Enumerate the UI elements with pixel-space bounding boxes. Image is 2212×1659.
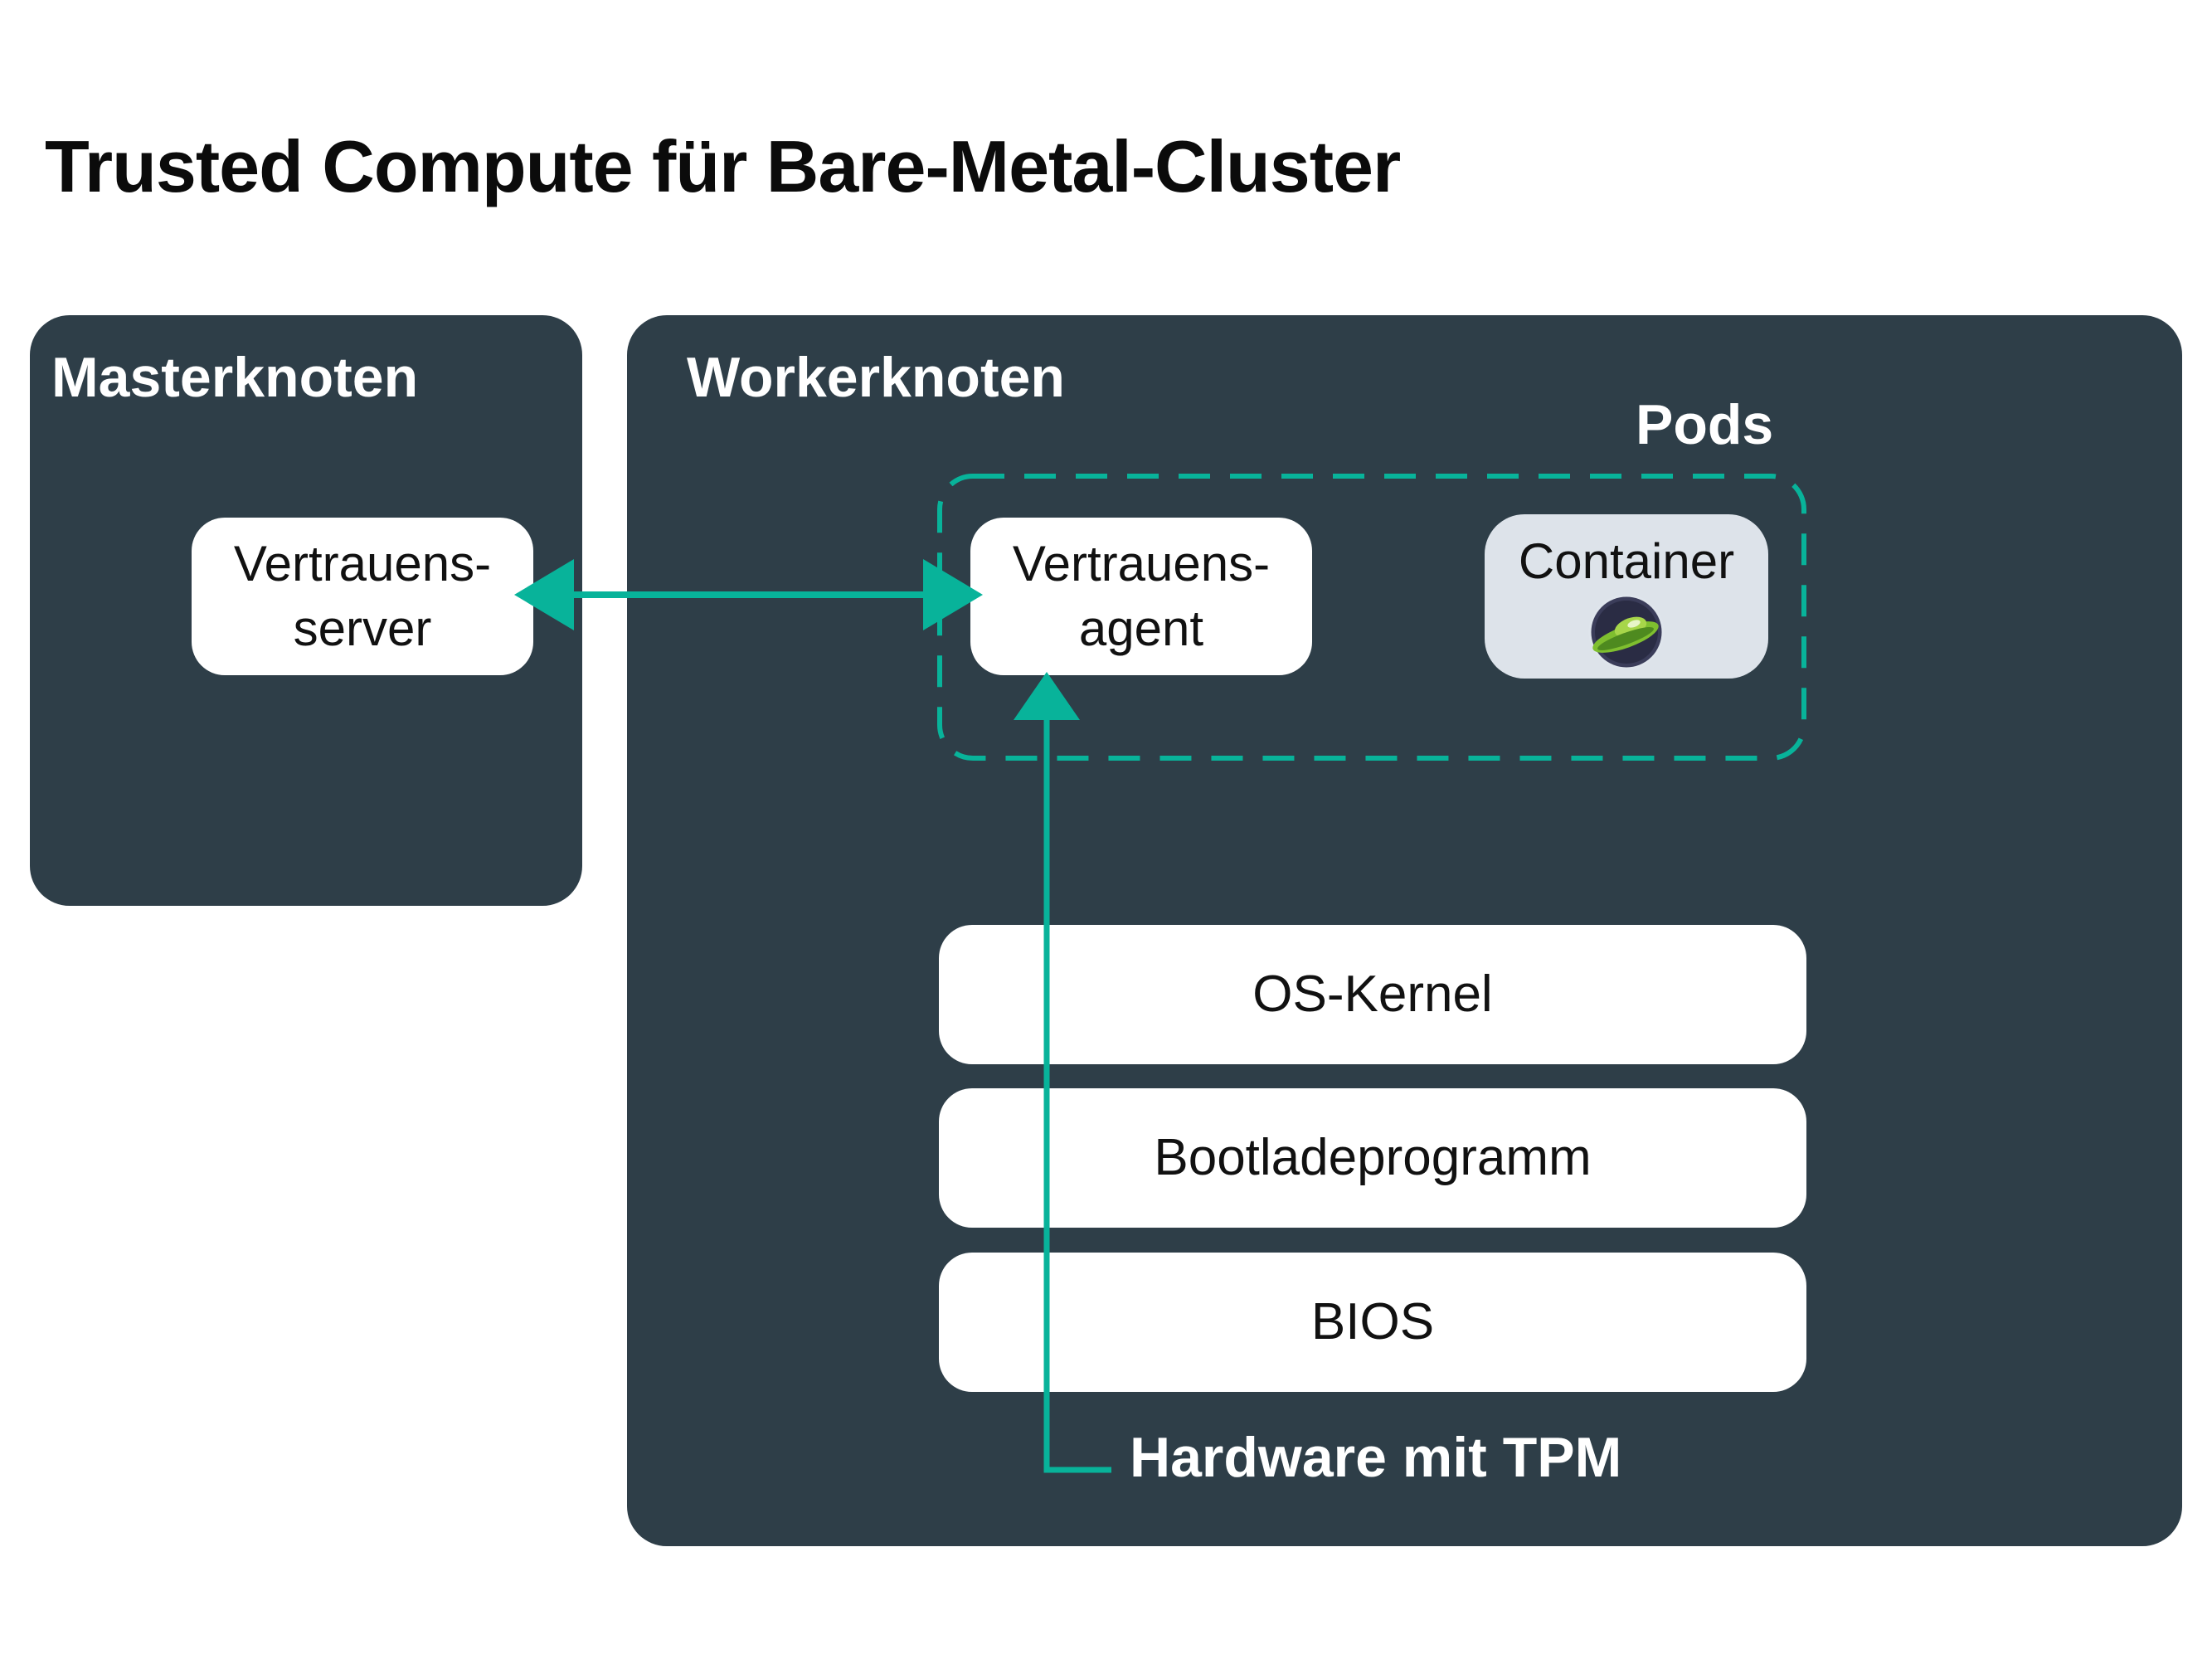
layer-bios: BIOS (939, 1253, 1806, 1392)
trust-server-line1: Vertrauens- (233, 536, 492, 591)
worker-node-label: Workerknoten (687, 346, 1065, 409)
hardware-tpm-label: Hardware mit TPM (1130, 1426, 1622, 1489)
trust-server-line2: server (293, 601, 432, 656)
layer-bootloader: Bootladeprogramm (939, 1088, 1806, 1228)
page-title: Trusted Compute für Bare-Metal-Cluster (45, 125, 1401, 207)
measurement-arrow (1014, 672, 1111, 1473)
master-node-panel: Masterknoten Vertrauens- server (30, 315, 582, 906)
spaceship-logo-icon (1588, 594, 1665, 670)
trust-agent-line2: agent (1078, 601, 1204, 656)
master-node-label: Masterknoten (51, 346, 419, 409)
container-label: Container (1518, 533, 1735, 589)
container-box: Container (1485, 514, 1768, 679)
worker-node-panel: Workerknoten Pods Vertrauens- agent Cont… (627, 315, 2182, 1546)
bidirectional-arrow (514, 559, 983, 630)
layer-os-kernel: OS-Kernel (939, 925, 1806, 1064)
pods-label: Pods (1636, 393, 1774, 456)
trust-server-box: Vertrauens- server (192, 518, 533, 675)
trust-agent-line1: Vertrauens- (1012, 536, 1271, 591)
trust-agent-box: Vertrauens- agent (970, 518, 1312, 675)
